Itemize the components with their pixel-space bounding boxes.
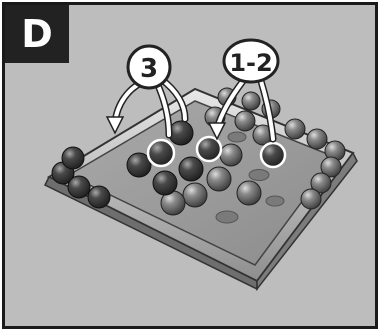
rim-marbles-right bbox=[217, 87, 346, 210]
instruction-panel: 3 1-2 D bbox=[2, 2, 378, 329]
callout-left-label: 3 bbox=[140, 54, 158, 84]
step-letter: D bbox=[21, 12, 53, 56]
board-edge-right bbox=[256, 151, 358, 292]
rim-marbles-left bbox=[51, 146, 111, 209]
board-marbles bbox=[126, 106, 287, 216]
step-badge: D bbox=[5, 5, 69, 63]
board-illustration: 3 1-2 bbox=[43, 38, 358, 292]
marble-highlight-middle bbox=[195, 135, 223, 163]
callout-right: 1-2 bbox=[222, 38, 280, 84]
arrow-heads-left bbox=[105, 116, 125, 135]
arrow-heads-right bbox=[207, 122, 227, 141]
marble-highlight-right bbox=[259, 141, 287, 169]
callout-left: 3 bbox=[126, 44, 172, 90]
empty-holes bbox=[215, 131, 285, 224]
marble-highlight-left bbox=[146, 138, 176, 168]
callout-right-label: 1-2 bbox=[229, 49, 272, 77]
